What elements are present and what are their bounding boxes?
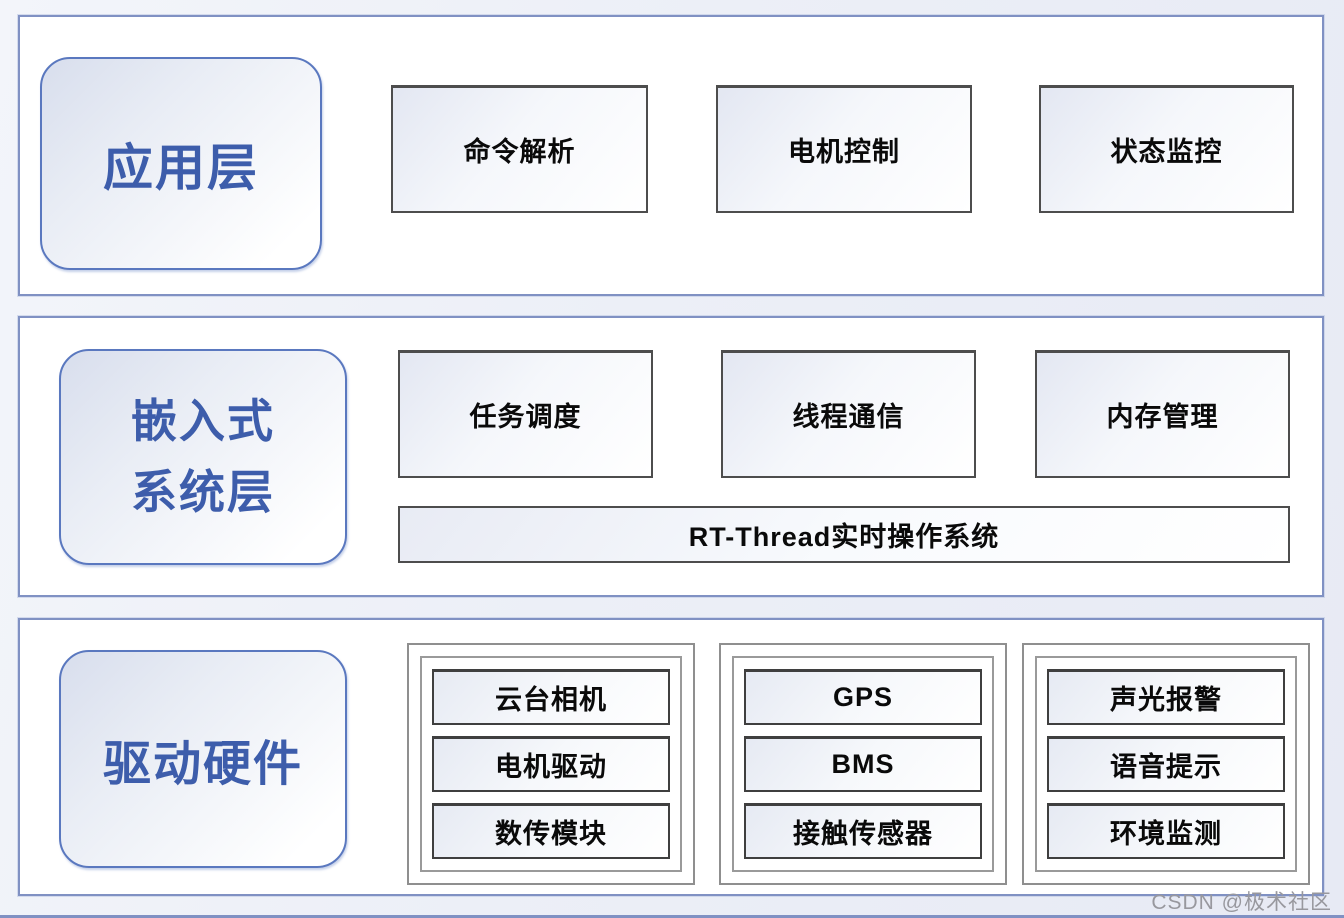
hw-item-sound-light-alarm: 声光报警 [1047,669,1285,725]
hw-item-bms-text: BMS [831,749,895,779]
node-command-parsing-text: 命令解析 [463,137,576,167]
csdn-watermark: CSDN @极术社区 [1151,891,1332,914]
hw-item-bms: BMS [744,736,982,792]
hw-item-voice-prompt-text: 语音提示 [1110,752,1222,782]
hardware-group-alarm-voice-environment: 声光报警 语音提示 环境监测 [1022,643,1310,885]
embedded-system-label-line2: 系统层 [131,466,275,518]
hw-item-contact-sensor: 接触传感器 [744,803,982,859]
node-thread-communication: 线程通信 [721,350,976,478]
hw-item-gimbal-camera-text: 云台相机 [495,685,607,715]
hw-item-data-transmission-module: 数传模块 [432,803,670,859]
hw-item-voice-prompt: 语音提示 [1047,736,1285,792]
node-task-scheduling: 任务调度 [398,350,653,478]
rt-thread-rtos-bar: RT-Thread实时操作系统 [398,506,1290,563]
page-bottom-edge [0,915,1344,918]
hardware-group-camera-motor-datalink: 云台相机 电机驱动 数传模块 [407,643,695,885]
node-status-monitoring-text: 状态监控 [1110,137,1223,167]
hw-item-gps: GPS [744,669,982,725]
node-task-scheduling-text: 任务调度 [469,402,582,432]
hardware-group-1-inner: 云台相机 电机驱动 数传模块 [420,656,682,872]
hw-item-motor-drive-text: 电机驱动 [495,752,607,782]
hw-item-sound-light-alarm-text: 声光报警 [1110,685,1222,715]
node-motor-control: 电机控制 [716,85,972,213]
hw-item-contact-sensor-text: 接触传感器 [793,819,933,849]
hw-item-gps-text: GPS [832,682,894,712]
hw-item-gimbal-camera: 云台相机 [432,669,670,725]
hw-item-environment-monitoring-text: 环境监测 [1110,819,1222,849]
node-thread-communication-text: 线程通信 [792,402,905,432]
hardware-group-2-inner: GPS BMS 接触传感器 [732,656,994,872]
node-memory-management-text: 内存管理 [1106,402,1219,432]
hardware-group-gps-bms-sensor: GPS BMS 接触传感器 [719,643,1007,885]
driver-hardware-layer-label: 驱动硬件 [59,650,347,868]
hw-item-motor-drive: 电机驱动 [432,736,670,792]
application-layer-label-text: 应用层 [103,139,259,196]
embedded-system-label-line1: 嵌入式 [131,394,275,447]
rt-thread-rtos-bar-text: RT-Thread实时操作系统 [688,522,1000,552]
hw-item-environment-monitoring: 环境监测 [1047,803,1285,859]
driver-hardware-label-text: 驱动硬件 [102,738,303,791]
embedded-system-layer-label: 嵌入式 系统层 [59,349,347,565]
node-motor-control-text: 电机控制 [788,137,900,167]
application-layer-label: 应用层 [40,57,322,270]
node-status-monitoring: 状态监控 [1039,85,1294,213]
hardware-group-3-inner: 声光报警 语音提示 环境监测 [1035,656,1297,872]
node-memory-management: 内存管理 [1035,350,1290,478]
node-command-parsing: 命令解析 [391,85,648,213]
hw-item-data-transmission-module-text: 数传模块 [495,819,607,849]
